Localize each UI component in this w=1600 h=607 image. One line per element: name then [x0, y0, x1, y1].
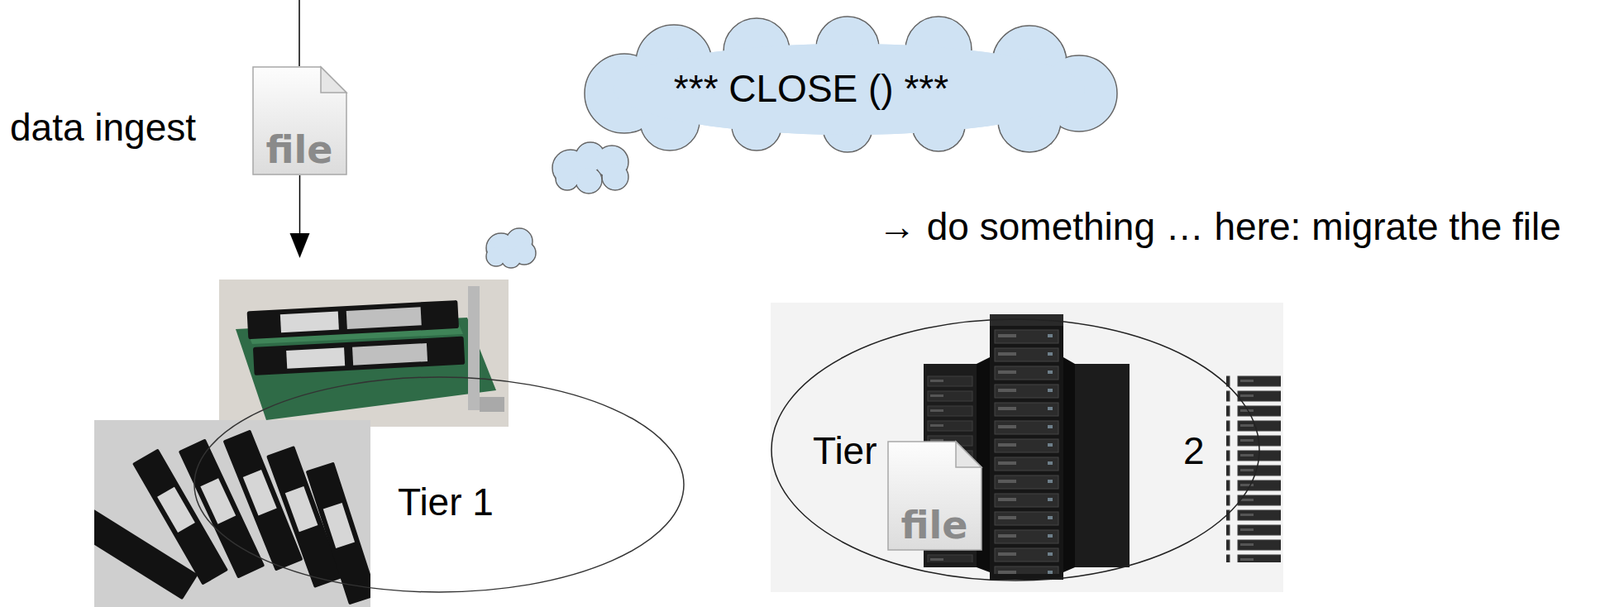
tier-ellipse: [194, 377, 684, 593]
arrowhead: [290, 233, 311, 258]
tier-label: Tier: [812, 429, 878, 473]
nvme-card-photo: [479, 396, 505, 412]
file-icon: file: [252, 66, 348, 176]
m2-drives-photo: [94, 429, 371, 605]
server-racks-photo: [1226, 373, 1281, 563]
nvme-card-photo: [286, 347, 345, 369]
server-racks-photo: [989, 314, 1064, 580]
m2-drives-photo: [285, 486, 319, 532]
ingest-line: [298, 0, 301, 67]
thought-cloud-small: [602, 164, 628, 190]
file-page: [888, 441, 982, 550]
nvme-card-photo: [247, 300, 466, 377]
thought-cloud-small: [486, 142, 629, 268]
m2-drives-photo: [157, 469, 355, 549]
cloud-outline: [613, 43, 1085, 135]
m2-drives-photo: [243, 469, 278, 516]
nvme-card-photo: [247, 300, 459, 340]
file-icon-text: file: [265, 130, 333, 169]
tier1-outline: [94, 257, 685, 607]
thought-cloud-small: [576, 167, 602, 193]
file-icon-text: file: [900, 506, 968, 545]
server-racks-photo: [770, 302, 1284, 593]
thought-cloud-small: [486, 142, 629, 268]
m2-drives-photo: [94, 420, 371, 607]
tier-region: Tier 1: [94, 257, 685, 607]
nvme-card-photo: [219, 279, 509, 427]
cloud-fill: [613, 43, 1085, 135]
server-racks-photo: [989, 327, 1064, 574]
server-racks-photo: [1074, 363, 1130, 568]
tier-label: Tier 1: [397, 480, 494, 525]
nvme-card-photo: [346, 306, 422, 330]
cloud-outline: [584, 16, 1118, 153]
nvme-card-photo: [468, 286, 480, 411]
nvme-card-photo: [253, 336, 465, 376]
m2-drives-photo: [323, 502, 355, 549]
nvme-card-photo: [280, 311, 340, 334]
tier-region: Tier 2 file: [770, 318, 1261, 582]
cloud-text: *** CLOSE () ***: [673, 66, 949, 111]
file-icon: file: [887, 440, 983, 551]
file-page: [253, 66, 347, 175]
m2-drives-photo: [157, 487, 196, 533]
file-fold: [320, 66, 347, 93]
tier-label: 2: [1183, 429, 1205, 473]
cloud-fill: [585, 17, 1117, 152]
server-racks-photo: [770, 302, 1284, 593]
nvme-card-photo: [352, 343, 428, 366]
tier-ellipse: [771, 319, 1260, 581]
thought-cloud-small: [487, 143, 628, 268]
thought-cloud-small: [556, 167, 578, 190]
m2-drives-photo: [305, 462, 371, 606]
connector: [299, 175, 301, 235]
thought-cloud: *** CLOSE () ***: [566, 14, 1133, 153]
m2-drives-photo: [94, 420, 371, 607]
nvme-card-photo: [219, 279, 509, 427]
thought-cloud-small: [501, 248, 521, 268]
ingest-label: data ingest: [9, 105, 196, 150]
action-note: → do something … here: migrate the file: [878, 205, 1562, 249]
file-fold: [955, 441, 982, 468]
server-racks-photo: [1063, 357, 1075, 573]
